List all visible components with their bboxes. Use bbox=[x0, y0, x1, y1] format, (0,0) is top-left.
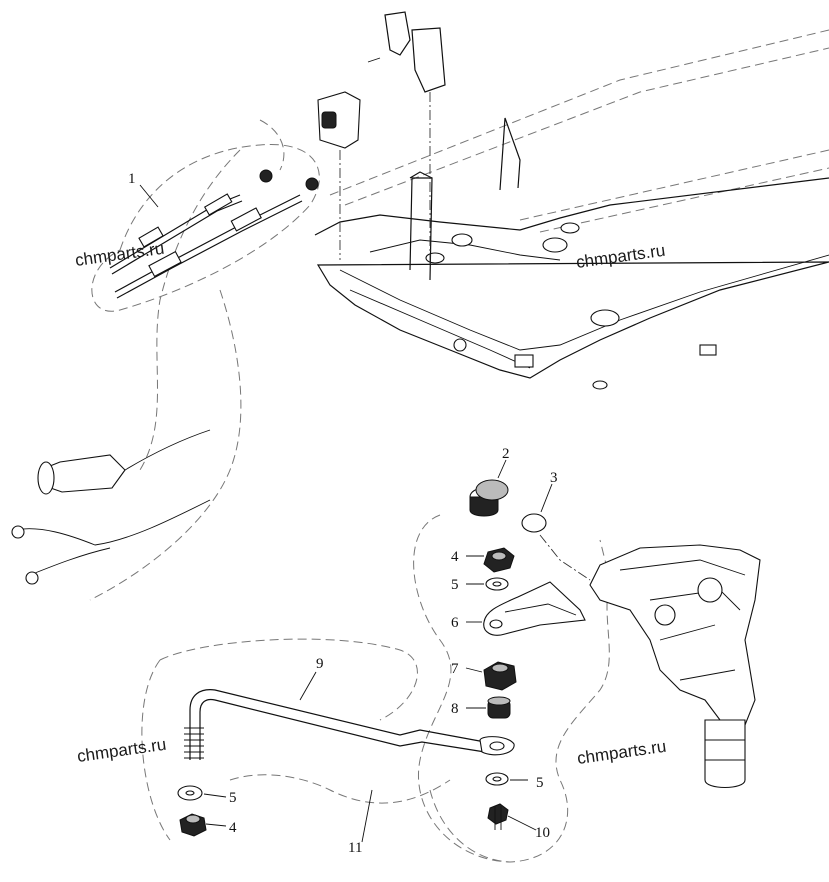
callout-4: 4 bbox=[451, 549, 459, 565]
watermarks: chmparts.ru chmparts.ru chmparts.ru chmp… bbox=[74, 239, 668, 768]
callout-1: 1 bbox=[128, 171, 136, 187]
rod-thread bbox=[184, 727, 204, 759]
bracket-frame-assembly bbox=[314, 11, 829, 390]
watermark-bottom-right: chmparts.ru bbox=[576, 737, 668, 768]
watermark-bottom-left: chmparts.ru bbox=[76, 735, 168, 766]
callout-10: 10 bbox=[535, 825, 550, 841]
cable-group bbox=[11, 119, 320, 601]
callout-5-left: 5 bbox=[229, 790, 237, 806]
callout-5-right: 5 bbox=[536, 775, 544, 791]
callout-4-left: 4 bbox=[229, 820, 237, 836]
callout-6: 6 bbox=[451, 615, 459, 631]
callout-11: 11 bbox=[348, 840, 362, 856]
callout-9: 9 bbox=[316, 656, 324, 672]
callout-8: 8 bbox=[451, 701, 459, 717]
callout-7: 7 bbox=[451, 661, 459, 677]
watermark-top-right: chmparts.ru bbox=[575, 241, 667, 272]
callout-numbers: 1 2 3 4 5 6 7 8 9 5 4 5 10 11 bbox=[128, 171, 558, 856]
callout-3: 3 bbox=[550, 470, 558, 486]
callout-2: 2 bbox=[502, 446, 510, 462]
callout-5: 5 bbox=[451, 577, 459, 593]
leader-lines bbox=[139, 184, 553, 843]
linkage-group bbox=[141, 479, 761, 863]
